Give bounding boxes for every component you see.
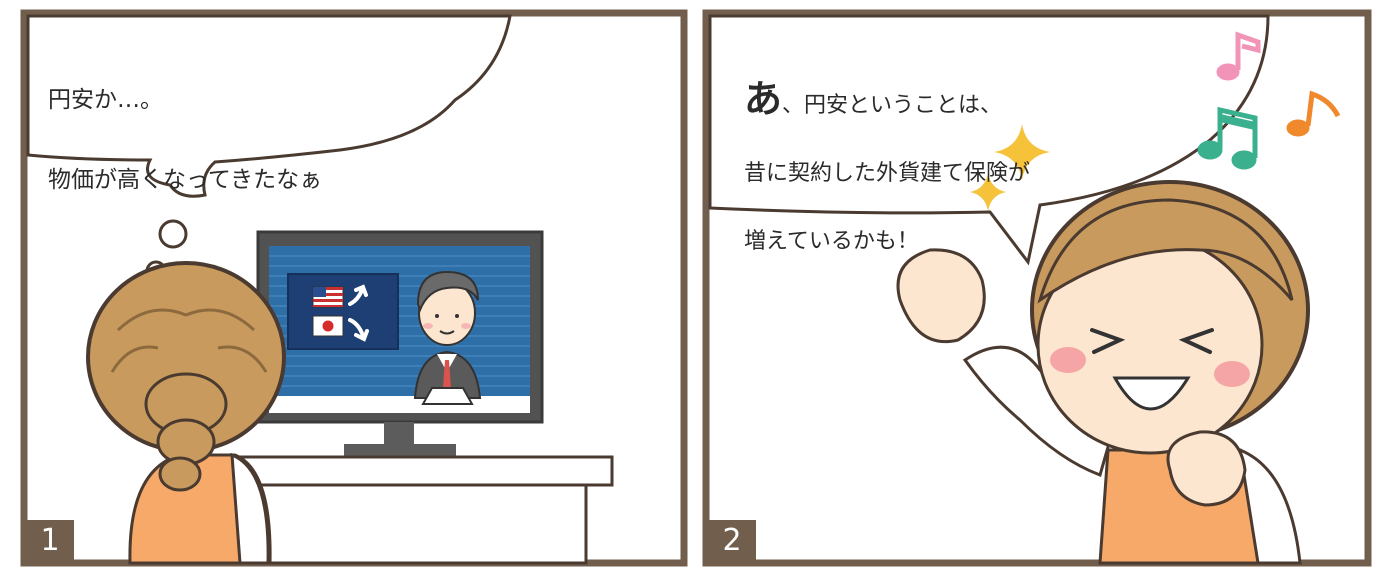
panel-2-speech-text: あ、円安ということは、 昔に契約した外貨建て保険が 増えているかも！ xyxy=(744,48,1030,293)
speech-bubble xyxy=(708,14,1270,266)
woman-back-view xyxy=(86,261,286,565)
closed-eye-left xyxy=(1090,328,1126,354)
panel-2-line-3: 増えているかも！ xyxy=(744,229,919,254)
music-note-green-icon xyxy=(1197,106,1258,170)
japan-flag-icon xyxy=(312,315,344,337)
panel-1 xyxy=(20,9,688,567)
raised-fist xyxy=(896,248,986,344)
smiling-mouth xyxy=(1112,376,1191,411)
panel-2 xyxy=(702,9,1372,567)
currency-board xyxy=(287,273,399,350)
television xyxy=(256,230,544,456)
arrow-down-icon xyxy=(348,318,369,342)
music-note-pink-icon xyxy=(1216,31,1261,81)
sparkle-large-icon xyxy=(994,124,1050,180)
panel-2-line-1-rest: 、円安ということは、 xyxy=(782,93,1003,118)
tv-stand-neck xyxy=(384,422,414,448)
raised-arm xyxy=(962,345,1112,477)
panel-2-line-2: 昔に契約した外貨建て保険が xyxy=(744,161,1031,186)
panel-2-line-1: あ、円安ということは、 xyxy=(744,80,1030,123)
news-anchor xyxy=(413,270,482,405)
panel-1-number-badge: 1 xyxy=(26,520,74,562)
arrow-up-icon xyxy=(348,284,368,306)
thought-dot-large xyxy=(158,219,188,249)
cheek-left xyxy=(1050,347,1086,373)
panel-2-emphasis: あ xyxy=(744,77,783,121)
us-flag-icon xyxy=(312,286,344,308)
woman-cheering xyxy=(896,180,1310,565)
panel-2-number-badge: 2 xyxy=(708,520,756,562)
tv-desk xyxy=(269,396,530,413)
panel-1-thought-text: 円安か…。 物価が高くなってきたなぁ xyxy=(48,40,322,240)
panel-1-line-2: 物価が高くなってきたなぁ xyxy=(48,167,323,193)
music-note-orange-icon xyxy=(1286,90,1341,137)
tv-cabinet xyxy=(224,455,614,565)
thought-bubble xyxy=(26,14,512,198)
sparkle-small-icon xyxy=(970,173,1006,211)
front-fist xyxy=(1166,430,1247,507)
tv-stand-base xyxy=(344,444,456,456)
closed-eye-right xyxy=(1178,328,1214,354)
panel-1-line-1: 円安か…。 xyxy=(48,87,163,113)
cheek-right xyxy=(1214,361,1250,387)
